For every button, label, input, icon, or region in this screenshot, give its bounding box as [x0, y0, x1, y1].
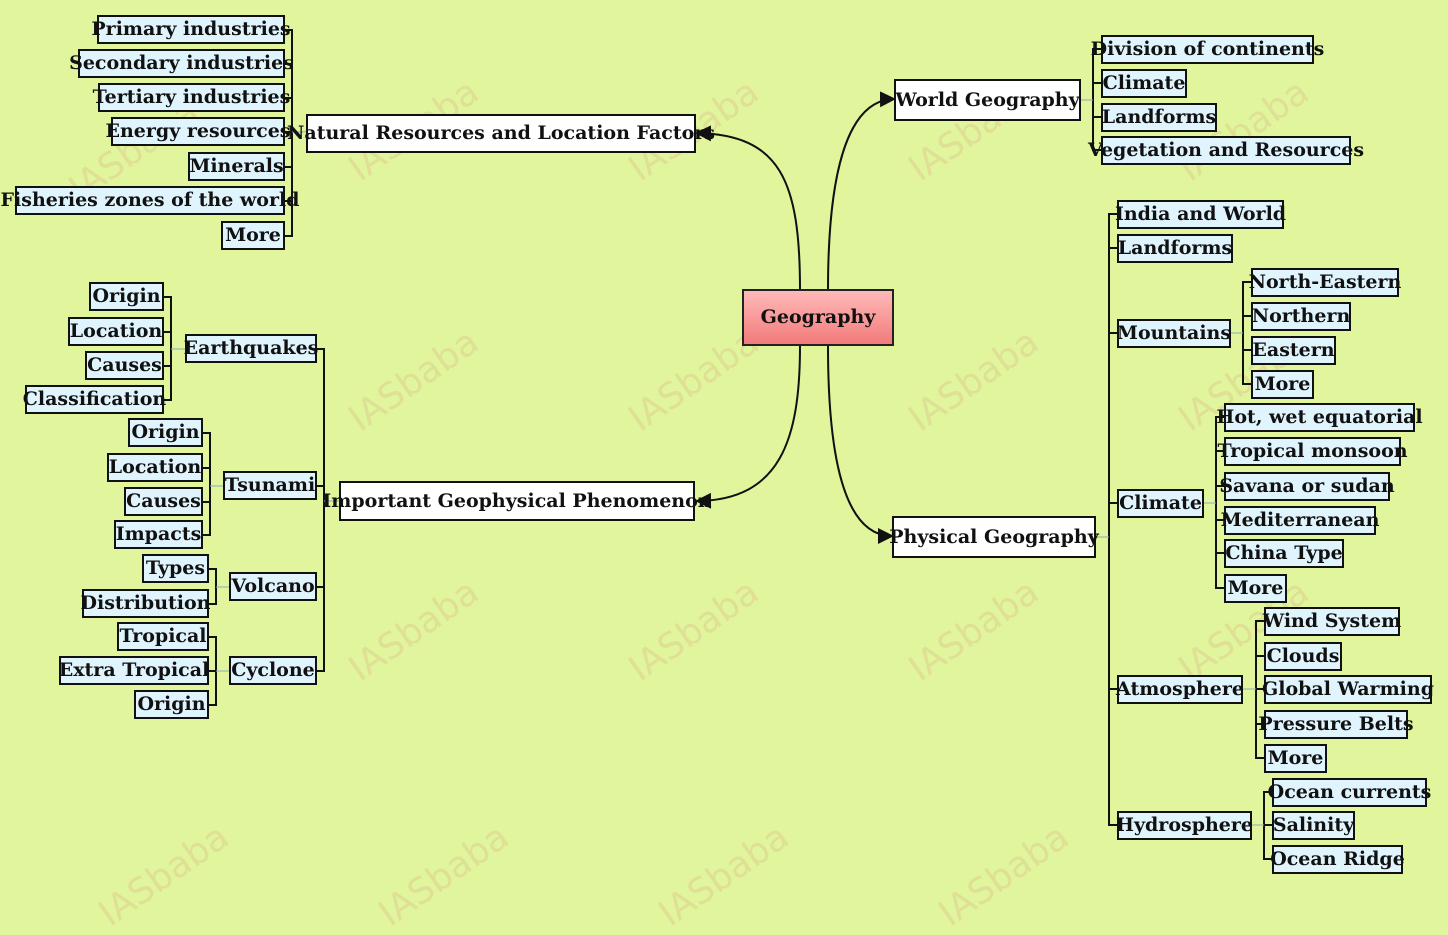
branch-natural-resources[interactable]: Natural Resources and Location Factors — [287, 114, 715, 153]
node-india-and-world[interactable]: India and World — [1115, 200, 1286, 229]
node-tsunami-causes[interactable]: Causes — [124, 487, 203, 516]
node-hydrosphere-salinity[interactable]: Salinity — [1272, 811, 1355, 840]
node-earthquakes-classification[interactable]: Classification — [23, 385, 166, 414]
node-hydrosphere-ocean-ridge[interactable]: Ocean Ridge — [1270, 845, 1405, 874]
node-earthquakes-causes[interactable]: Causes — [85, 351, 164, 380]
node-mountains[interactable]: Mountains — [1117, 319, 1231, 348]
node-fisheries-zones[interactable]: Fisheries zones of the world — [1, 186, 299, 215]
node-atmosphere-more[interactable]: More — [1264, 744, 1327, 773]
node-atmosphere-clouds[interactable]: Clouds — [1264, 642, 1342, 671]
node-tsunami-location[interactable]: Location — [107, 453, 203, 482]
node-climate[interactable]: Climate — [1117, 489, 1204, 518]
node-natural-resources-more[interactable]: More — [221, 221, 285, 250]
node-physical-landforms[interactable]: Landforms — [1117, 234, 1233, 263]
node-volcano[interactable]: Volcano — [229, 572, 317, 601]
branch-world-geography[interactable]: World Geography — [894, 79, 1081, 121]
node-mountains-northern[interactable]: Northern — [1251, 302, 1351, 331]
node-primary-industries[interactable]: Primary industries — [91, 15, 291, 44]
node-climate-more[interactable]: More — [1224, 574, 1287, 603]
node-energy-resources[interactable]: Energy resources — [106, 117, 291, 146]
node-tsunami[interactable]: Tsunami — [223, 471, 317, 500]
node-division-of-continents[interactable]: Division of continents — [1091, 35, 1324, 64]
node-secondary-industries[interactable]: Secondary industries — [69, 49, 294, 78]
node-volcano-distribution[interactable]: Distribution — [81, 589, 211, 618]
node-volcano-types[interactable]: Types — [142, 554, 209, 583]
node-minerals[interactable]: Minerals — [188, 152, 285, 181]
node-atmosphere-wind-system[interactable]: Wind System — [1263, 607, 1401, 636]
node-climate-hot-wet-equatorial[interactable]: Hot, wet equatorial — [1216, 403, 1423, 432]
root-node-geography[interactable]: Geography — [742, 289, 894, 346]
node-climate-china-type[interactable]: China Type — [1224, 539, 1344, 568]
node-mountains-eastern[interactable]: Eastern — [1251, 336, 1336, 365]
node-earthquakes-location[interactable]: Location — [68, 317, 164, 346]
node-cyclone-extra-tropical[interactable]: Extra Tropical — [59, 656, 209, 685]
node-tsunami-origin[interactable]: Origin — [128, 418, 203, 447]
node-cyclone[interactable]: Cyclone — [229, 656, 317, 685]
branch-geophysical-phenomenon[interactable]: Important Geophysical Phenomenon — [322, 481, 712, 521]
branch-physical-geography[interactable]: Physical Geography — [889, 516, 1099, 558]
node-atmosphere[interactable]: Atmosphere — [1116, 675, 1244, 704]
node-climate-tropical-monsoon[interactable]: Tropical monsoon — [1217, 437, 1408, 466]
node-climate-mediterranean[interactable]: Mediterranean — [1221, 506, 1379, 535]
node-cyclone-tropical[interactable]: Tropical — [117, 622, 209, 651]
node-earthquakes-origin[interactable]: Origin — [89, 282, 164, 311]
node-world-landforms[interactable]: Landforms — [1101, 103, 1217, 132]
node-mountains-more[interactable]: More — [1251, 370, 1314, 399]
node-climate-savana-sudan[interactable]: Savana or sudan — [1219, 472, 1395, 501]
node-tsunami-impacts[interactable]: Impacts — [114, 520, 203, 549]
node-vegetation-resources[interactable]: Vegetation and Resources — [1088, 136, 1364, 165]
node-world-climate[interactable]: Climate — [1101, 69, 1187, 98]
connector-lines — [164, 29, 1272, 860]
node-cyclone-origin[interactable]: Origin — [134, 690, 209, 719]
node-tertiary-industries[interactable]: Tertiary industries — [93, 83, 290, 112]
node-hydrosphere-ocean-currents[interactable]: Ocean currents — [1268, 778, 1431, 807]
node-hydrosphere[interactable]: Hydrosphere — [1116, 811, 1253, 840]
node-atmosphere-pressure-belts[interactable]: Pressure Belts — [1258, 710, 1414, 739]
node-mountains-north-eastern[interactable]: North-Eastern — [1249, 268, 1401, 297]
node-atmosphere-global-warming[interactable]: Global Warming — [1262, 675, 1434, 704]
node-earthquakes[interactable]: Earthquakes — [184, 334, 318, 363]
